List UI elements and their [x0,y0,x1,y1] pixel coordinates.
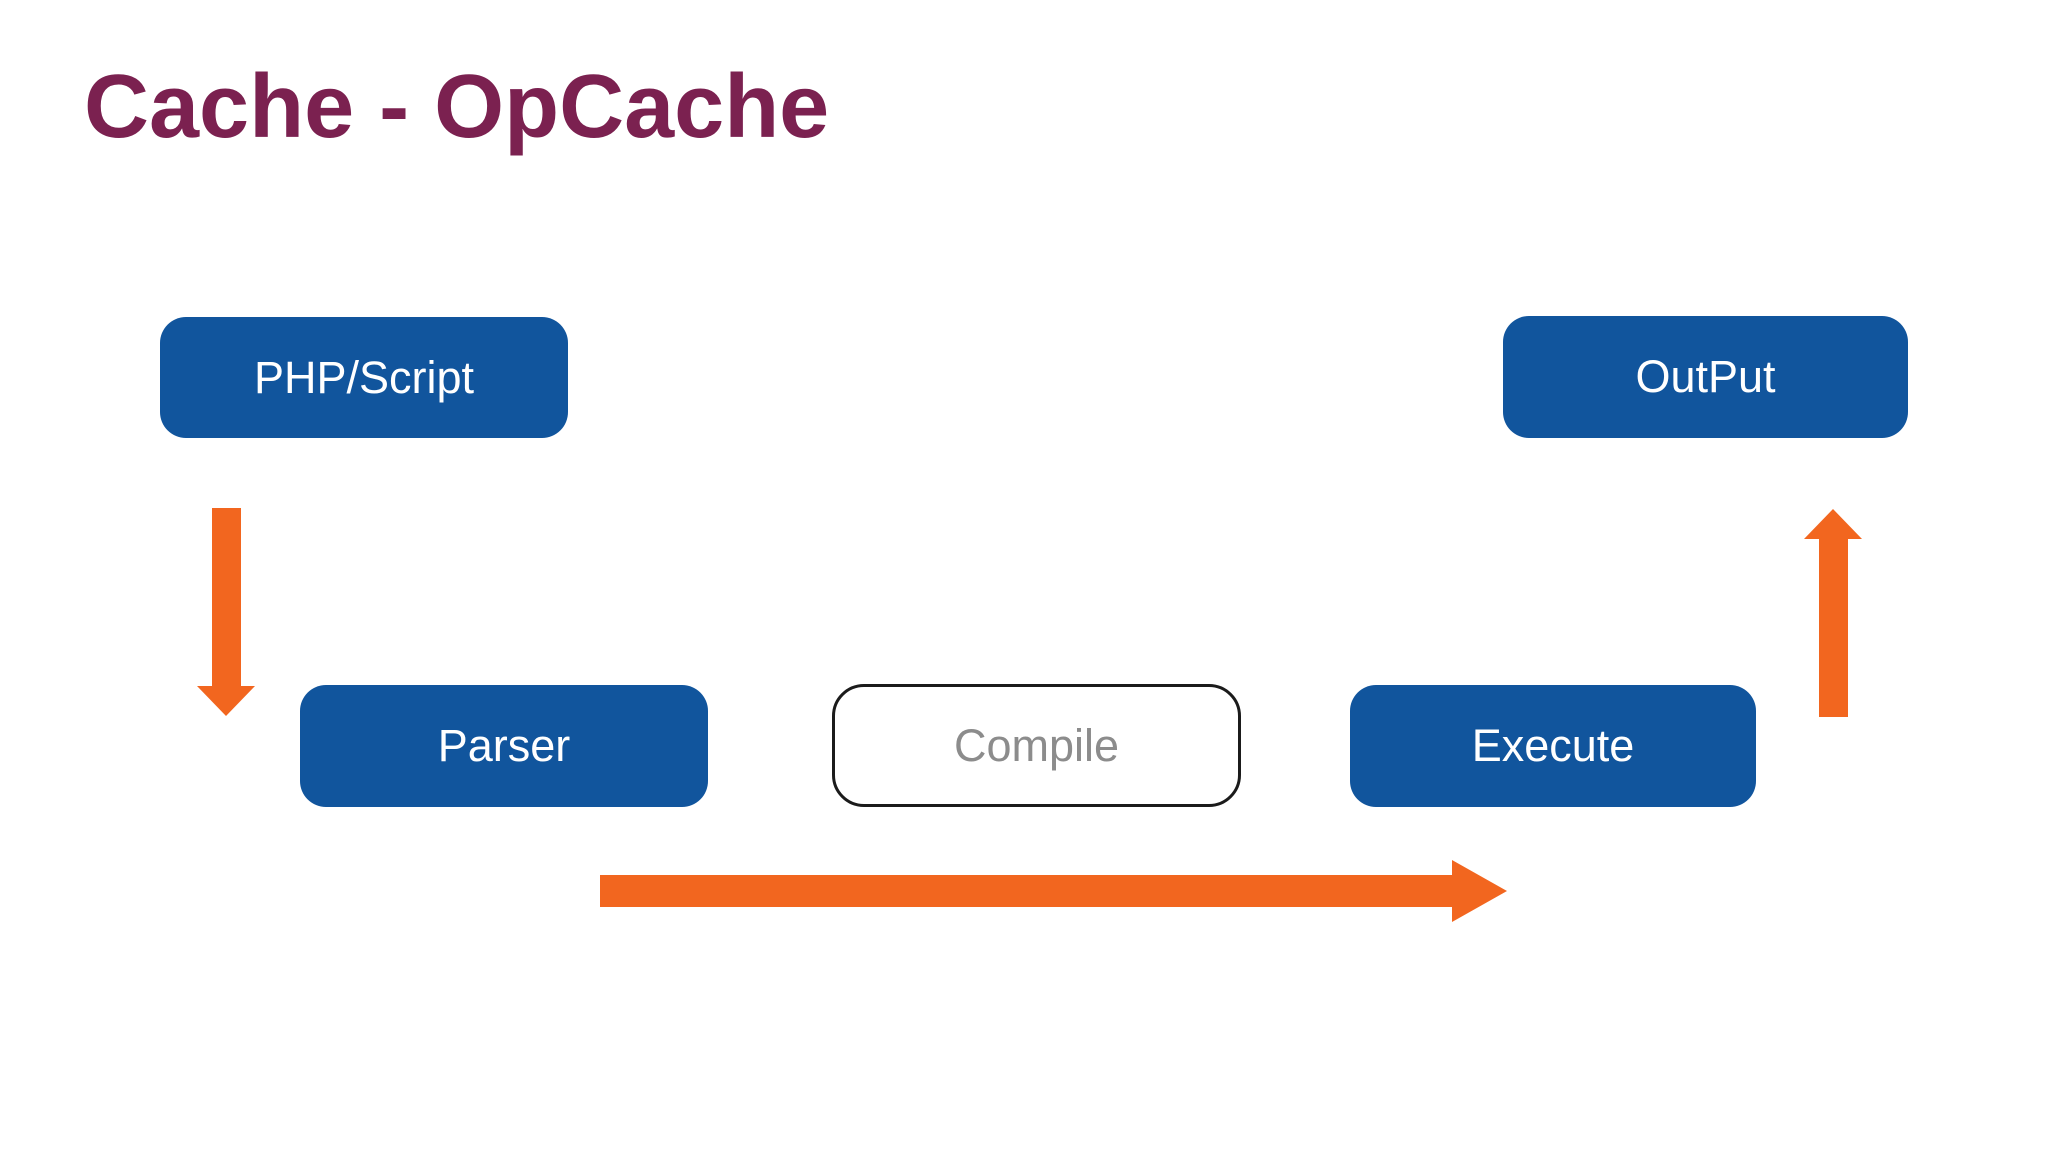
node-parser-label: Parser [437,720,571,771]
node-compile-label: Compile [953,719,1120,771]
node-php-script: PHP/Script [160,317,568,438]
node-output-label: OutPut [1635,351,1776,402]
arrow-down-shaft [211,508,241,686]
node-output: OutPut [1503,316,1908,438]
arrow-right-icon [600,860,1507,922]
node-php-script-label: PHP/Script [253,351,475,403]
slide-title: Cache - OpCache [84,57,830,157]
arrow-right-head [1452,860,1507,922]
arrow-up-head [1804,509,1862,539]
arrow-down-head [197,686,255,716]
arrow-up-icon [1804,509,1862,717]
node-parser: Parser [300,685,708,807]
node-compile: Compile [832,684,1241,807]
arrow-right-shaft [600,875,1452,907]
arrow-down-icon [197,508,255,716]
arrow-up-shaft [1818,539,1848,717]
node-execute-label: Execute [1471,720,1635,771]
node-execute: Execute [1350,685,1756,807]
